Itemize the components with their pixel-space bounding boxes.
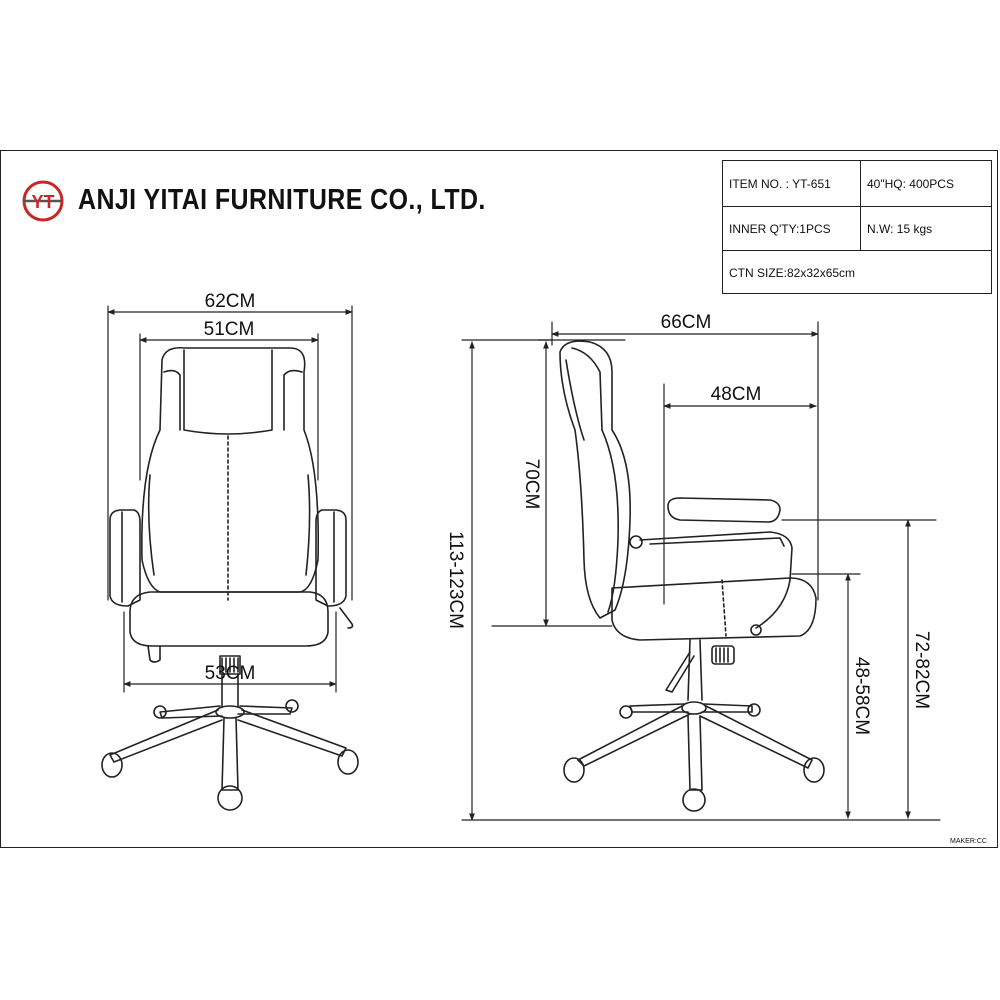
front-dimension-lines	[107, 305, 353, 693]
side-back-height-label: 70CM	[521, 459, 542, 510]
logo-lettering: YT	[31, 192, 54, 212]
container-capacity: 40"HQ: 400PCS	[867, 176, 954, 191]
side-seat-depth-label: 48CM	[711, 384, 762, 405]
maker-note: MAKER:CC	[950, 838, 987, 845]
carton-size: CTN SIZE:82x32x65cm	[729, 266, 856, 280]
spec-row-3: CTN SIZE:82x32x65cm	[723, 251, 991, 295]
drawing-frame	[0, 150, 998, 848]
side-seat-height-label: 48-58CM	[851, 657, 872, 735]
spec-table: ITEM NO. : YT-651 40"HQ: 400PCS INNER Q'…	[722, 160, 992, 294]
item-number: ITEM NO. : YT-651	[723, 161, 861, 206]
spec-row-1: ITEM NO. : YT-651 40"HQ: 400PCS	[723, 161, 991, 207]
net-weight: N.W: 15 kgs	[867, 221, 933, 236]
side-overall-height-label: 113-123CM	[445, 531, 466, 629]
front-seat-back-width-label: 51CM	[204, 319, 255, 340]
front-overall-width-label: 62CM	[205, 291, 256, 312]
side-dimension-lines	[461, 321, 941, 821]
side-armrest-height-label: 72-82CM	[911, 631, 932, 709]
inner-quantity: INNER Q'TY:1PCS	[723, 207, 861, 250]
side-chair	[559, 340, 825, 812]
front-base-width-label: 53CM	[205, 663, 256, 684]
spec-row-2: INNER Q'TY:1PCS N.W: 15 kgs	[723, 207, 991, 251]
company-name: ANJI YITAI FURNITURE CO., LTD.	[78, 184, 486, 216]
front-chair	[101, 346, 359, 811]
company-logo: YT	[22, 180, 64, 222]
side-overall-depth-label: 66CM	[661, 312, 712, 333]
